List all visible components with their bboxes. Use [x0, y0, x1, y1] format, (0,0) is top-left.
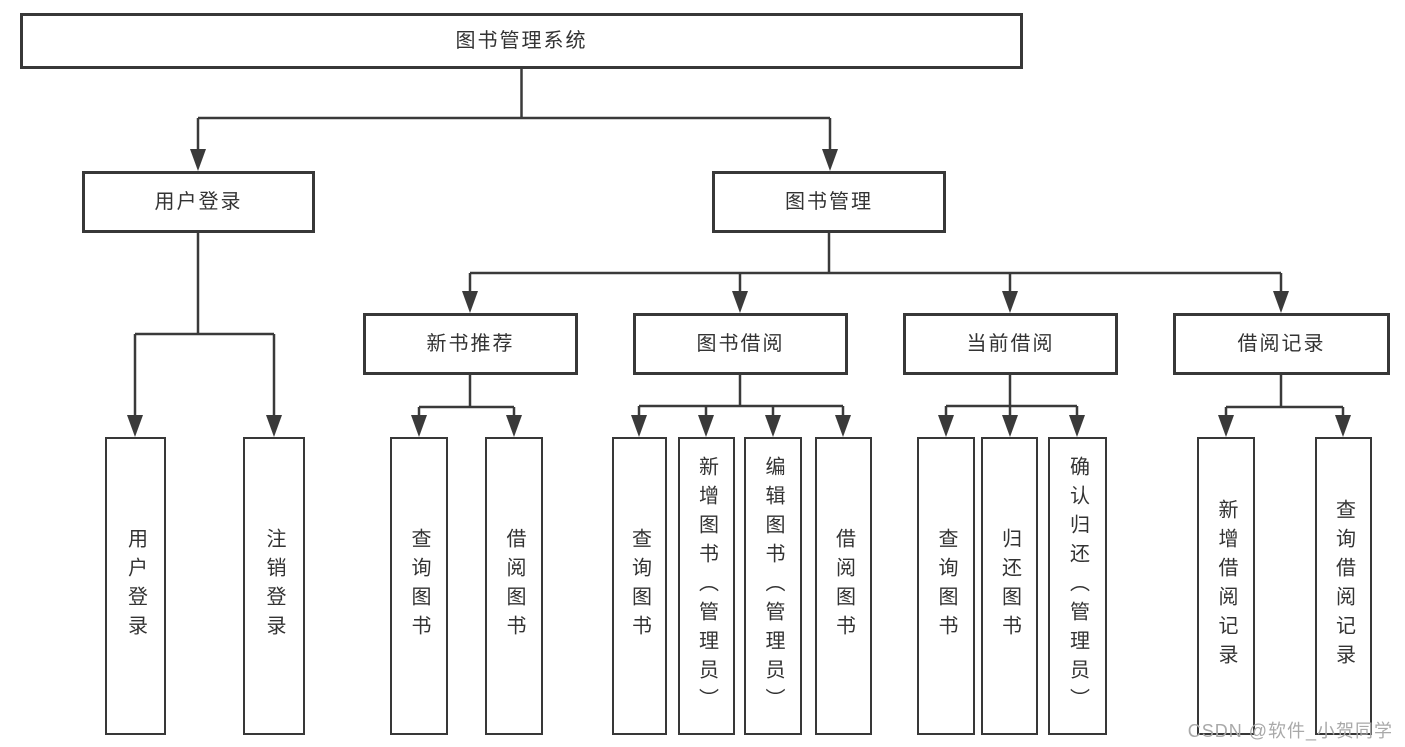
arrowhead-icon — [1002, 291, 1018, 313]
arrowhead-icon — [698, 415, 714, 437]
node-new-book-recommend: 新书推荐 — [363, 313, 578, 375]
arrowhead-icon — [411, 415, 427, 437]
leaf-current-return-book: 归还图书 — [981, 437, 1038, 735]
leaf-user-login: 用户登录 — [105, 437, 166, 735]
arrowhead-icon — [1069, 415, 1085, 437]
arrowhead-icon — [631, 415, 647, 437]
edge-userlogin-to-leaves — [133, 233, 276, 420]
edge-root-to-level2 — [196, 69, 832, 152]
arrowhead-icon — [1335, 415, 1351, 437]
arrowhead-icon — [822, 149, 838, 171]
arrowhead-icon — [506, 415, 522, 437]
arrowhead-icon — [190, 149, 206, 171]
arrowhead-icon — [1002, 415, 1018, 437]
node-borrow-record: 借阅记录 — [1173, 313, 1390, 375]
node-current-borrow: 当前借阅 — [903, 313, 1118, 375]
node-book-borrow: 图书借阅 — [633, 313, 848, 375]
arrowhead-icon — [462, 291, 478, 313]
arrowhead-icon — [835, 415, 851, 437]
leaf-current-confirm-return-admin: 确认归还（管理员） — [1048, 437, 1107, 735]
arrowhead-icon — [1273, 291, 1289, 313]
node-book-management: 图书管理 — [712, 171, 946, 233]
edge-borrowrecord-to-leaves — [1224, 375, 1345, 420]
leaf-record-add-borrow-record: 新增借阅记录 — [1197, 437, 1255, 735]
leaf-borrow-add-book-admin: 新增图书（管理员） — [678, 437, 735, 735]
edge-newbookrec-to-leaves — [417, 375, 516, 420]
watermark: CSDN @软件_小贺同学 — [1187, 721, 1393, 741]
node-root: 图书管理系统 — [20, 13, 1023, 69]
leaf-recommend-borrow-book: 借阅图书 — [485, 437, 543, 735]
arrowhead-icon — [127, 415, 143, 437]
arrowhead-icon — [765, 415, 781, 437]
arrowhead-icon — [732, 291, 748, 313]
edge-bookmgmt-to-level3 — [468, 233, 1283, 296]
leaf-recommend-query-book: 查询图书 — [390, 437, 448, 735]
arrowhead-icon — [1218, 415, 1234, 437]
leaf-record-query-borrow-record: 查询借阅记录 — [1315, 437, 1372, 735]
leaf-borrow-query-book: 查询图书 — [612, 437, 667, 735]
leaf-borrow-borrow-book: 借阅图书 — [815, 437, 872, 735]
arrowhead-icon — [266, 415, 282, 437]
node-user-login: 用户登录 — [82, 171, 315, 233]
edge-currentborrow-to-leaves — [944, 375, 1079, 420]
edge-bookborrow-to-leaves — [637, 375, 845, 420]
leaf-logout-login: 注销登录 — [243, 437, 305, 735]
leaf-current-query-book: 查询图书 — [917, 437, 975, 735]
arrowhead-icon — [938, 415, 954, 437]
leaf-borrow-edit-book-admin: 编辑图书（管理员） — [744, 437, 802, 735]
